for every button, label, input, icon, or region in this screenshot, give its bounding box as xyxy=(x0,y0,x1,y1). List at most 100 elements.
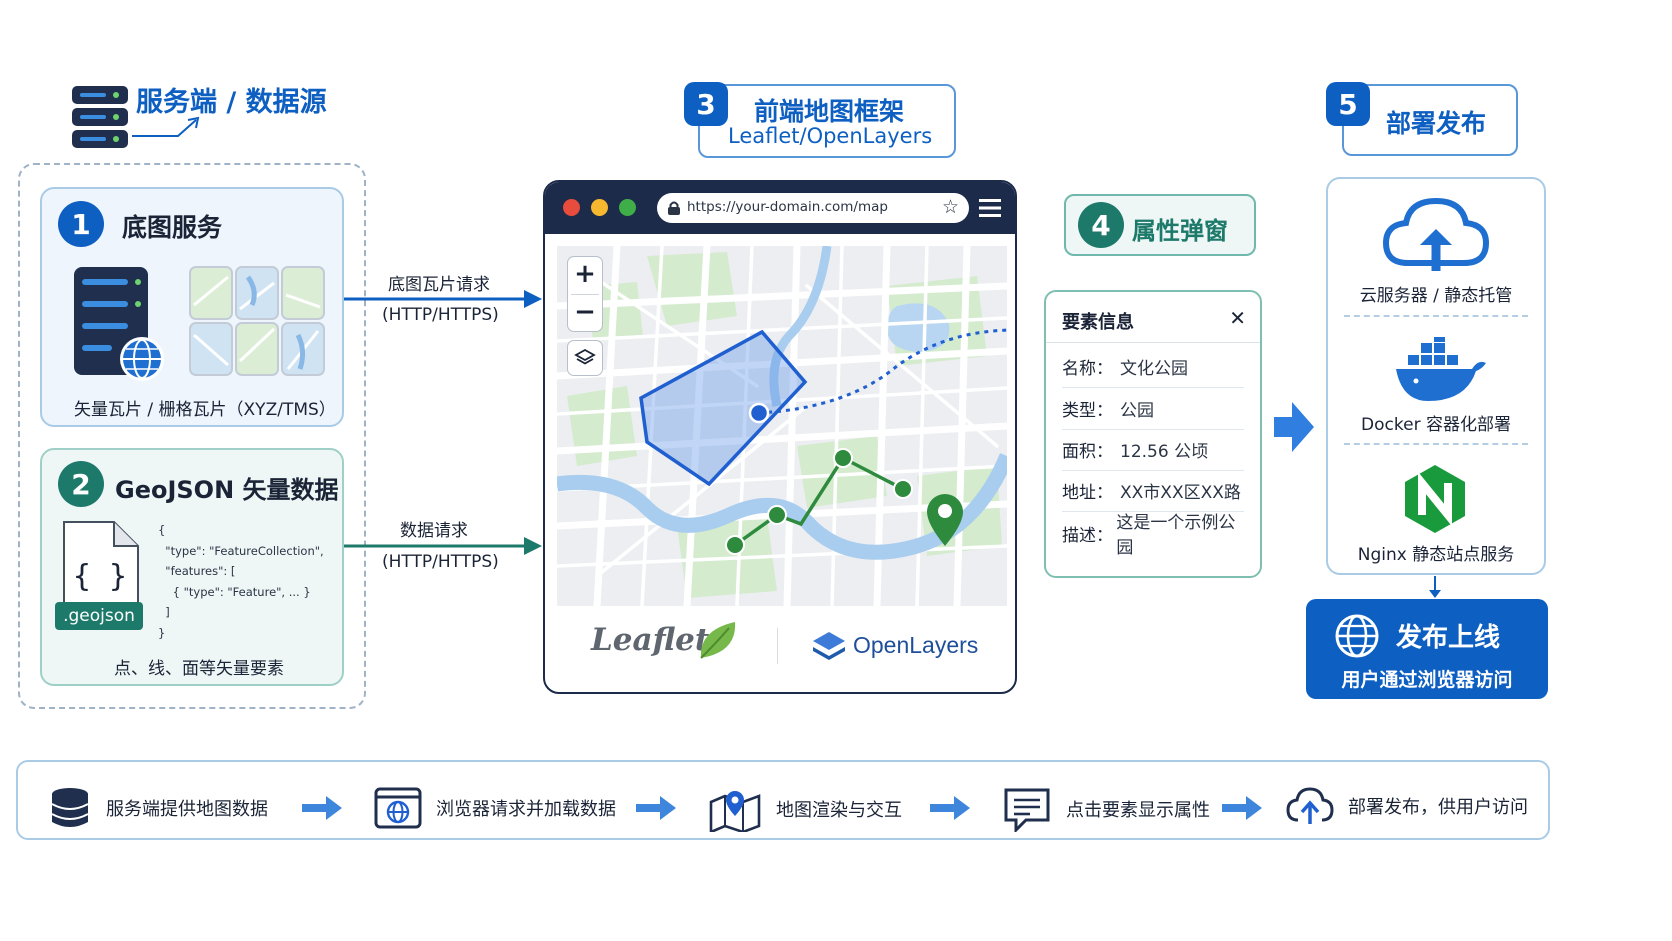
deploy-divider xyxy=(1344,443,1528,445)
code-line: "features": [ xyxy=(158,564,236,578)
svg-text:{ }: { } xyxy=(73,559,127,594)
step-2-title: GeoJSON 矢量数据 xyxy=(115,476,339,504)
step-1-badge: 1 xyxy=(58,201,104,247)
popup-row-key: 类型： xyxy=(1062,401,1113,421)
popup-row-value: 公园 xyxy=(1120,401,1154,421)
launch-subtitle: 用户通过浏览器访问 xyxy=(1341,669,1513,691)
step-3-title: 前端地图框架 xyxy=(754,97,905,126)
leaf-icon xyxy=(700,622,736,659)
deploy-item-label: Nginx 静态站点服务 xyxy=(1357,545,1515,565)
flow-step: 地图渲染与交互 xyxy=(708,786,902,832)
logo-divider xyxy=(777,628,778,664)
flow-step: 浏览器请求并加载数据 xyxy=(374,786,616,830)
popup-row: 名称：文化公园 xyxy=(1062,346,1244,388)
server-rack-icon xyxy=(70,82,130,152)
docker-whale-icon xyxy=(1396,337,1486,401)
deploy-item-label: Docker 容器化部署 xyxy=(1361,415,1511,435)
popup-row: 地址： XX市XX区XX路 xyxy=(1062,470,1244,512)
step-1-caption: 矢量瓦片 / 栅格瓦片（XYZ/TMS） xyxy=(74,400,336,420)
flow-step-label: 地图渲染与交互 xyxy=(776,800,902,821)
geojson-file-badge: .geojson xyxy=(55,602,143,630)
data-request-label: 数据请求 xyxy=(400,521,468,541)
window-close-dot[interactable] xyxy=(563,199,580,216)
openlayers-logo-icon xyxy=(813,632,845,660)
popup-row: 面积： 12.56 公顷 xyxy=(1062,429,1244,471)
database-icon xyxy=(51,788,89,827)
step-2-caption: 点、线、面等矢量要素 xyxy=(114,659,284,679)
popup-close-button[interactable]: ✕ xyxy=(1229,306,1246,330)
address-url: https://your-domain.com/map xyxy=(687,199,888,215)
code-line: } xyxy=(158,625,166,640)
server-group-frame xyxy=(18,163,366,709)
flow-step: 部署发布，供用户访问 xyxy=(1286,786,1528,826)
deploy-divider xyxy=(1344,315,1528,317)
launch-banner: 发布上线 用户通过浏览器访问 xyxy=(1306,599,1548,699)
step-2-badge: 2 xyxy=(58,461,104,507)
launch-title: 发布上线 xyxy=(1396,623,1501,653)
popup-row-value: 这是一个示例公园 xyxy=(1116,513,1236,558)
code-line: "type": "FeatureCollection", xyxy=(158,543,324,558)
popup-header-divider xyxy=(1046,342,1260,343)
tiles-request-label: 底图瓦片请求 xyxy=(388,275,490,295)
attribute-popup: 要素信息 ✕ 名称：文化公园 类型：公园 面积：12.56 公顷 地址：XX市X… xyxy=(1044,290,1262,578)
flow-arrow xyxy=(1222,796,1262,820)
tile-server-icon xyxy=(72,265,168,383)
map-pin-icon xyxy=(709,791,761,832)
step-4-title: 属性弹窗 xyxy=(1132,217,1228,245)
tile-grid-icon xyxy=(188,265,326,379)
deploy-item-label: 云服务器 / 静态托管 xyxy=(1359,286,1513,306)
flow-step: 服务端提供地图数据 xyxy=(48,786,268,830)
lock-icon xyxy=(668,201,680,215)
step-3-subtitle: Leaflet/OpenLayers xyxy=(728,124,933,148)
zoom-out-button[interactable]: − xyxy=(574,297,596,327)
geojson-code-snippet: { "type": "FeatureCollection", "features… xyxy=(158,520,324,643)
flow-step-label: 服务端提供地图数据 xyxy=(106,799,268,820)
framework-title-box xyxy=(698,84,956,158)
step-4-badge: 4 xyxy=(1078,202,1124,248)
flow-step-label: 点击要素显示属性 xyxy=(1066,800,1210,821)
zoom-in-button[interactable]: + xyxy=(574,259,596,289)
map-canvas[interactable] xyxy=(557,246,1007,606)
data-request-arrow xyxy=(344,537,542,555)
zoom-divider xyxy=(571,294,599,295)
form-icon xyxy=(1004,788,1050,832)
popup-row-value: 文化公园 xyxy=(1120,359,1188,379)
launch-connector-arrow xyxy=(1429,576,1441,598)
flow-arrow xyxy=(930,796,970,820)
popup-row-value: 12.56 公顷 xyxy=(1120,442,1209,462)
popup-row-value: XX市XX区XX路 xyxy=(1120,483,1241,503)
popup-row-key: 描述： xyxy=(1062,525,1113,546)
code-line: ] xyxy=(158,605,170,619)
tiles-request-protocol: (HTTP/HTTPS) xyxy=(382,305,499,325)
address-bar[interactable]: https://your-domain.com/map ☆ xyxy=(657,193,969,223)
window-maximize-dot[interactable] xyxy=(619,199,636,216)
code-line: { "type": "Feature", ... } xyxy=(158,584,311,599)
data-request-protocol: (HTTP/HTTPS) xyxy=(382,552,499,572)
step-3-badge: 3 xyxy=(684,82,728,126)
leaflet-logo-text: Leaflet xyxy=(591,622,710,658)
menu-icon[interactable] xyxy=(979,198,1001,218)
layers-button[interactable] xyxy=(567,340,603,376)
globe-icon xyxy=(1335,614,1379,658)
deploy-arrow xyxy=(1274,402,1314,452)
flow-step: 点击要素显示属性 xyxy=(1002,786,1210,832)
deploy-title-box xyxy=(1342,84,1518,156)
browser-window: https://your-domain.com/map ☆ xyxy=(543,180,1017,694)
flow-arrow xyxy=(636,796,676,820)
flow-arrow xyxy=(302,796,342,820)
server-header-title: 服务端 / 数据源 xyxy=(136,87,327,118)
popup-row: 描述：这是一个示例公园 xyxy=(1062,512,1244,558)
browser-globe-icon xyxy=(374,787,422,829)
window-minimize-dot[interactable] xyxy=(591,199,608,216)
layers-icon xyxy=(574,348,596,365)
flow-step-label: 部署发布，供用户访问 xyxy=(1348,797,1528,818)
code-line: { xyxy=(158,523,166,537)
popup-row-key: 面积： xyxy=(1062,442,1113,462)
bookmark-star-icon[interactable]: ☆ xyxy=(941,196,959,218)
popup-row-key: 地址： xyxy=(1062,483,1113,503)
flow-step-label: 浏览器请求并加载数据 xyxy=(436,799,616,820)
step-5-badge: 5 xyxy=(1326,82,1370,126)
openlayers-logo-text: OpenLayers xyxy=(853,632,979,658)
step-1-title: 底图服务 xyxy=(122,213,223,242)
server-header-underline-arrow xyxy=(132,116,200,137)
